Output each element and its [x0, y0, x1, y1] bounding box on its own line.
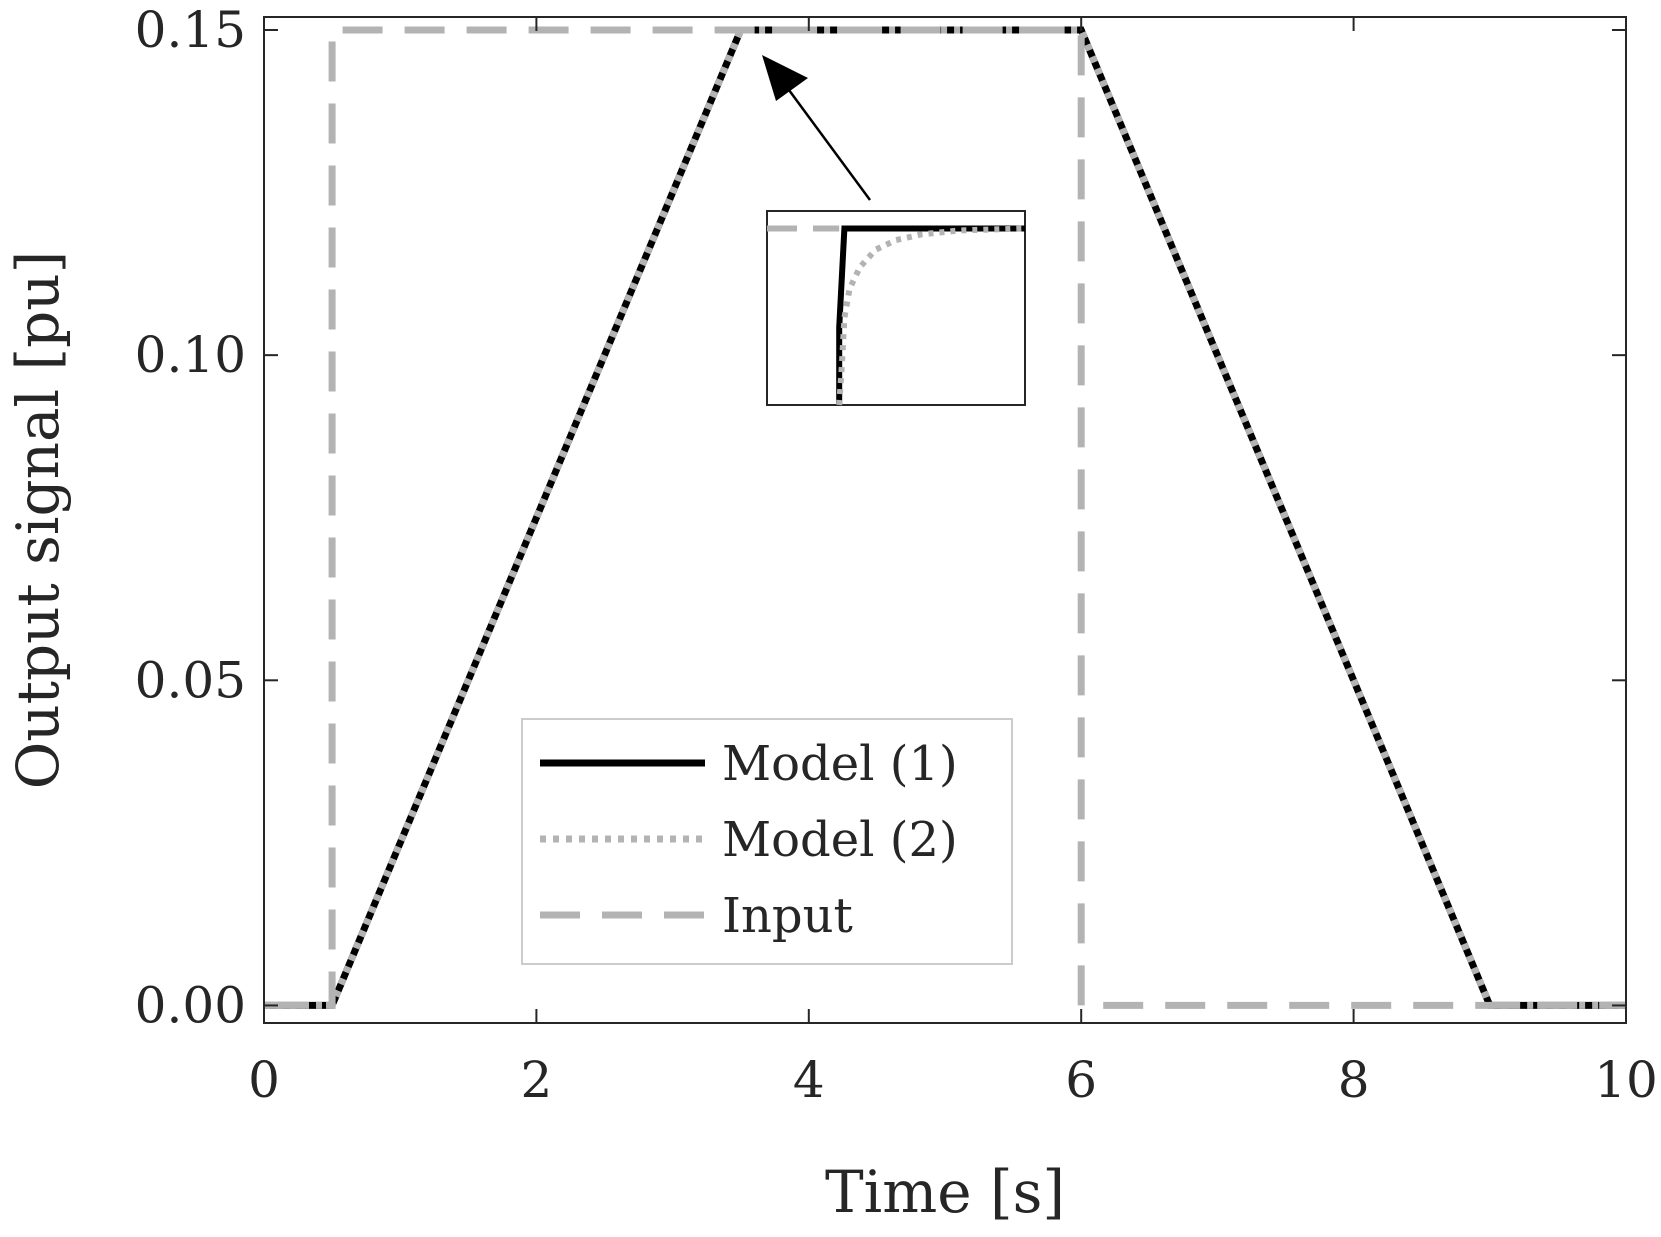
legend-entries: Model (1) Model (2) Input	[540, 736, 958, 944]
inset-series	[767, 225, 1026, 406]
x-tick-label: 2	[520, 1051, 552, 1109]
y-axis-label: Output signal [pu]	[4, 251, 72, 790]
inset-zoom	[766, 210, 1026, 406]
x-tick-label: 10	[1594, 1051, 1658, 1109]
legend-label-1: Model (1)	[722, 736, 958, 792]
series-line-2	[264, 26, 1626, 1009]
x-axis-label: Time [s]	[825, 1158, 1065, 1226]
x-tick-label: 8	[1338, 1051, 1370, 1109]
x-tick-label: 4	[793, 1051, 825, 1109]
y-tick-label: 0.00	[135, 976, 246, 1034]
inset-line-2	[836, 225, 1026, 406]
legend-label-2: Model (2)	[722, 812, 958, 868]
series-layer	[264, 26, 1626, 1009]
inset-frame	[766, 210, 1026, 406]
plot-frame	[263, 16, 1627, 1024]
zoom-arrow-shaft	[784, 85, 872, 201]
y-tick-label: 0.15	[135, 1, 246, 59]
series-line-3	[264, 26, 1626, 1009]
ticks-layer	[263, 17, 1627, 1023]
zoom-arrow	[762, 55, 872, 201]
legend: Model (1) Model (2) Input	[521, 718, 1013, 965]
x-tick-label: 0	[248, 1051, 280, 1109]
y-tick-label: 0.10	[135, 326, 246, 384]
x-tick-label: 6	[1065, 1051, 1097, 1109]
legend-label-3: Input	[722, 888, 853, 944]
tick-labels-layer: 0 2 4 6 8 10 0.00 0.05 0.10 0.15	[135, 1, 1658, 1109]
y-tick-label: 0.05	[135, 651, 246, 709]
zoom-arrow-head	[762, 55, 808, 101]
inset-line-1	[836, 225, 1025, 405]
